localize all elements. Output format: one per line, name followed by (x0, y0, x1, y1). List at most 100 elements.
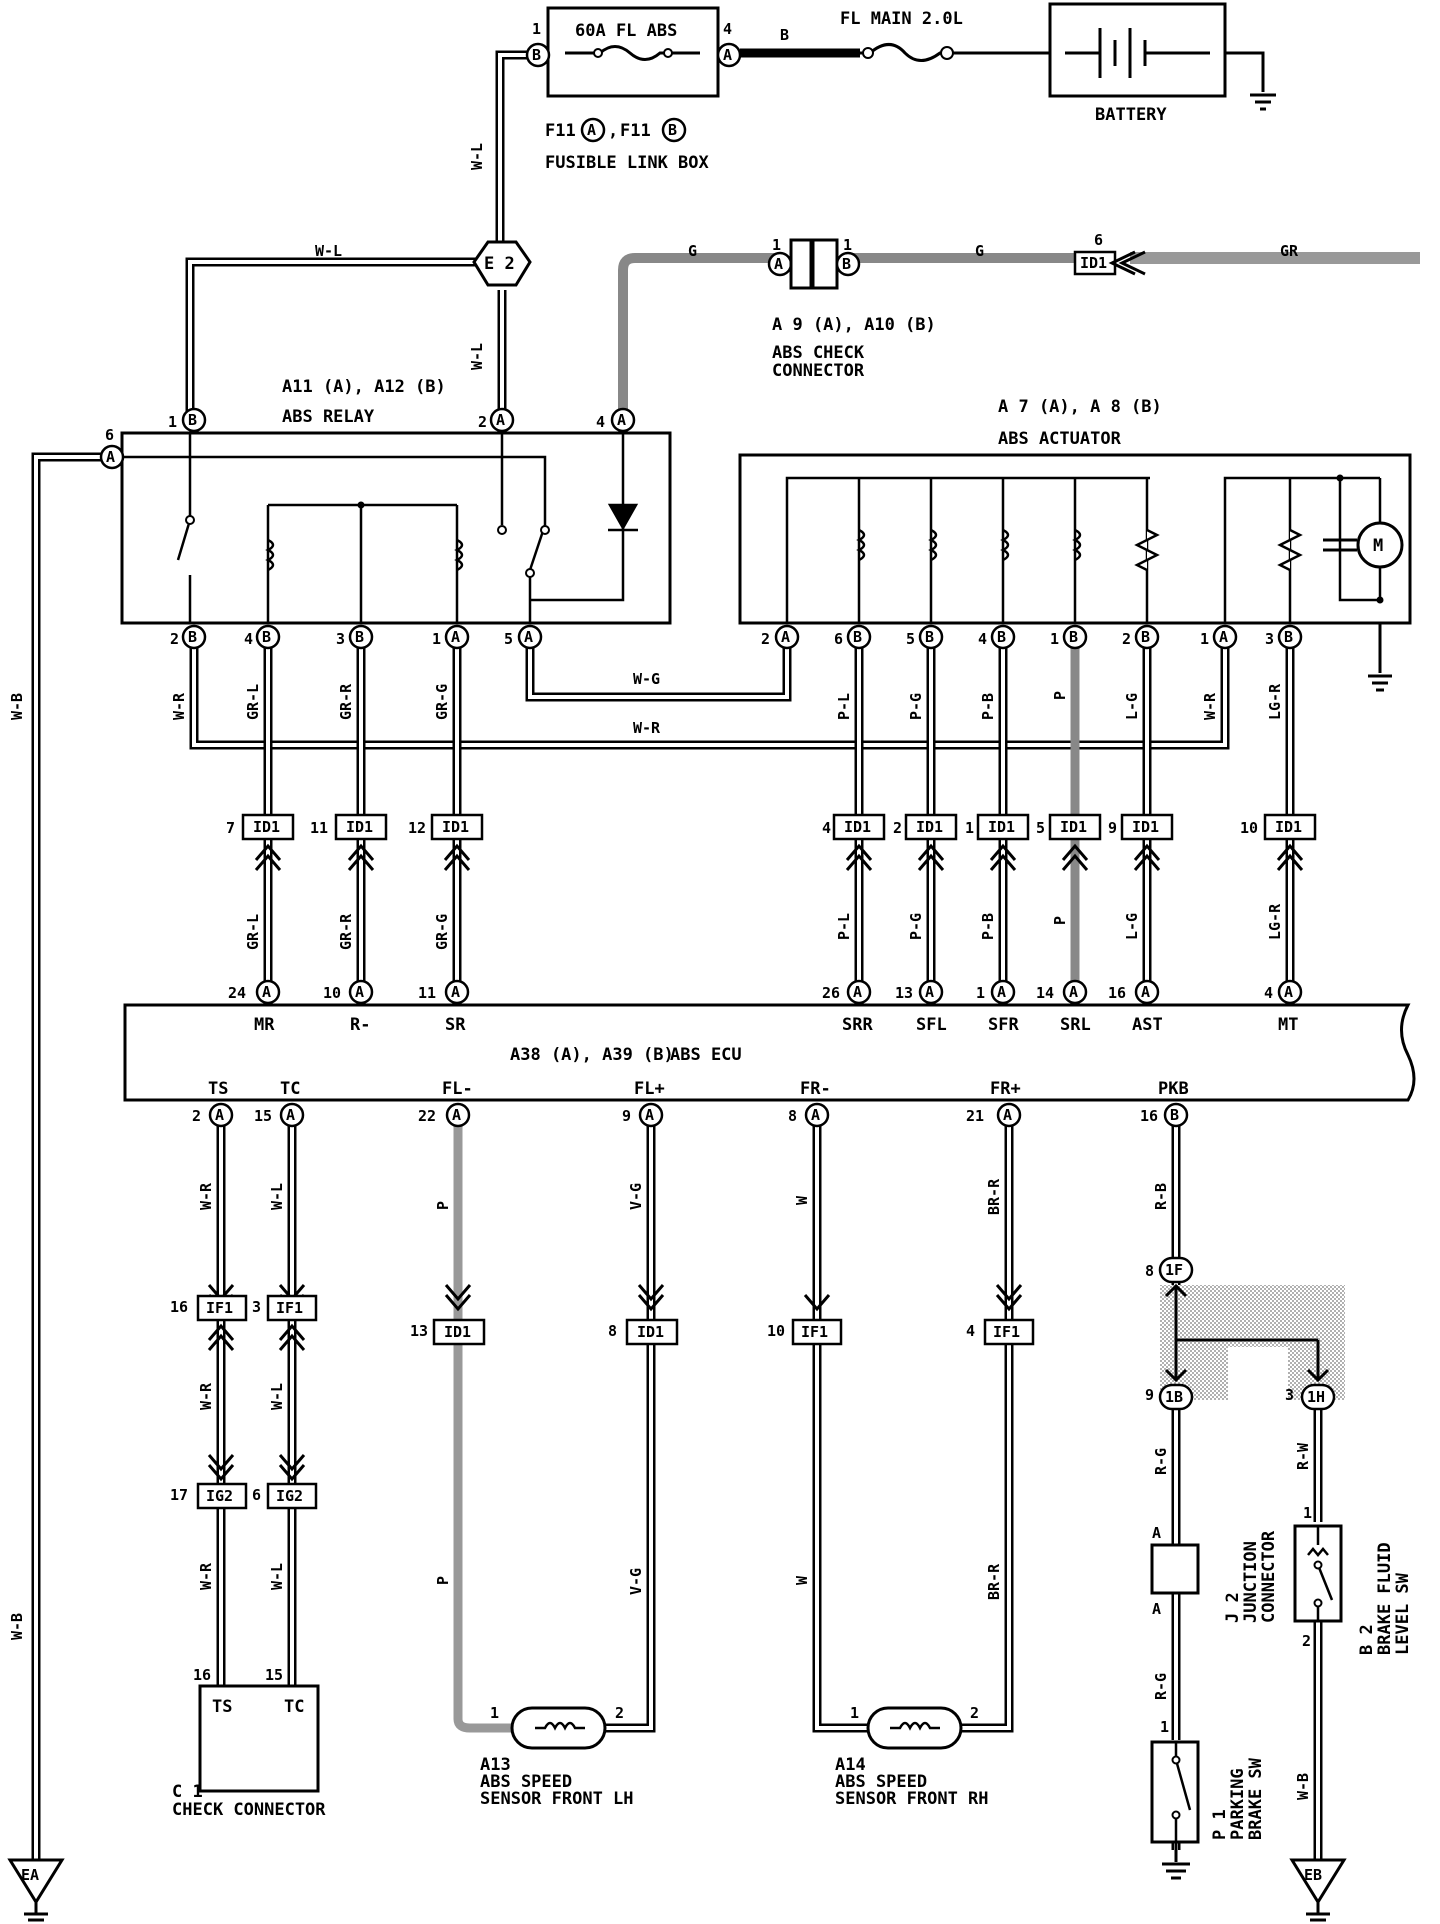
junction-block-connectors: 8 1F 9 1B 3 1H (1145, 1256, 1336, 1411)
svg-text:CHECK CONNECTOR: CHECK CONNECTOR (172, 1800, 326, 1820)
wire-color-gr: GR (1280, 242, 1299, 260)
abs-check-connector: 1 A 1 B A 9 (A), A10 (B) ABS CHECK CONNE… (767, 236, 936, 381)
lower-inline-connectors: 16 IF1 3 IF1 13 ID1 8 ID1 10 IF1 4 IF1 1… (170, 1284, 1035, 1510)
svg-text:22: 22 (418, 1107, 436, 1125)
svg-text:16: 16 (170, 1298, 188, 1316)
svg-text:1: 1 (772, 236, 781, 254)
wire-color-grg: GR-G (433, 914, 451, 950)
svg-text:4: 4 (596, 413, 605, 431)
svg-text:1F: 1F (1165, 1261, 1183, 1279)
svg-text:B 2: B 2 (1357, 1624, 1377, 1655)
svg-text:2: 2 (1302, 1632, 1311, 1650)
svg-text:SENSOR FRONT LH: SENSOR FRONT LH (480, 1789, 634, 1809)
svg-text:IG2: IG2 (276, 1487, 303, 1505)
svg-text:4: 4 (244, 630, 253, 648)
svg-text:2: 2 (893, 819, 902, 837)
svg-text:3: 3 (1285, 1386, 1294, 1404)
svg-text:FR+: FR+ (990, 1079, 1021, 1099)
svg-text:1: 1 (850, 1704, 859, 1722)
svg-text:3: 3 (1265, 630, 1274, 648)
svg-text:B: B (355, 628, 364, 646)
fusible-link-box: 60A FL ABS 1 B 4 A B FL MAIN 2.0L F11 A … (525, 6, 1050, 173)
svg-text:9: 9 (1145, 1386, 1154, 1404)
wire-color-pb: P-B (979, 913, 997, 940)
svg-text:B: B (262, 628, 271, 646)
wire-color-pg: P-G (907, 913, 925, 940)
svg-text:TS: TS (208, 1079, 228, 1099)
pin-number: 1 (532, 20, 541, 38)
svg-text:5: 5 (1036, 819, 1045, 837)
wire-color-rg: R-G (1152, 1673, 1170, 1700)
svg-text:A: A (1069, 983, 1078, 1001)
wire-color-pg: P-G (907, 693, 925, 720)
svg-text:7: 7 (226, 819, 235, 837)
wire-color-lg: L-G (1123, 693, 1141, 720)
splice-e2: E 2 (472, 240, 532, 287)
svg-text:B: B (188, 628, 197, 646)
svg-text:ABS SPEED: ABS SPEED (835, 1772, 927, 1792)
svg-text:B: B (1141, 628, 1150, 646)
svg-text:IG2: IG2 (206, 1487, 233, 1505)
wire-color-brr: BR-R (985, 1178, 1003, 1215)
svg-text:A11 (A), A12 (B): A11 (A), A12 (B) (282, 377, 446, 397)
svg-text:JUNCTION: JUNCTION (1241, 1541, 1261, 1623)
svg-text:B: B (1170, 1106, 1179, 1124)
svg-text:J 2: J 2 (1223, 1592, 1243, 1623)
svg-text:MT: MT (1278, 1015, 1298, 1035)
check-connector-c1: 16 15 TS TC C 1 CHECK CONNECTOR (172, 1666, 326, 1820)
svg-text:2: 2 (970, 1704, 979, 1722)
svg-text:SRL: SRL (1060, 1015, 1091, 1035)
svg-text:6: 6 (834, 630, 843, 648)
svg-text:ID1: ID1 (1080, 254, 1107, 272)
svg-text:2: 2 (478, 413, 487, 431)
svg-text:F11: F11 (545, 121, 576, 141)
svg-text:EA: EA (21, 1866, 39, 1884)
wire-color-lgr: LG-R (1266, 903, 1284, 940)
wire-color-wr: W-R (633, 719, 661, 737)
svg-text:A: A (1141, 983, 1150, 1001)
wire-color-b: B (780, 26, 789, 44)
wire-color-wl: W-L (268, 1563, 286, 1590)
svg-text:A: A (262, 983, 271, 1001)
svg-text:B: B (1284, 628, 1293, 646)
wire-color-g: G (688, 242, 697, 260)
svg-text:1H: 1H (1307, 1388, 1325, 1406)
svg-text:6: 6 (1094, 231, 1103, 249)
svg-text:FL MAIN 2.0L: FL MAIN 2.0L (840, 9, 963, 29)
svg-text:B: B (997, 628, 1006, 646)
svg-text:A: A (925, 983, 934, 1001)
svg-text:A: A (355, 983, 364, 1001)
svg-text:1: 1 (976, 984, 985, 1002)
svg-text:A: A (1152, 1600, 1161, 1618)
wire-color-wr: W-R (170, 692, 188, 720)
svg-text:A: A (997, 983, 1006, 1001)
wire-color-vg: V-G (627, 1568, 645, 1595)
svg-text:4: 4 (966, 1322, 975, 1340)
svg-text:3: 3 (336, 630, 345, 648)
svg-text:ABS ACTUATOR: ABS ACTUATOR (998, 429, 1122, 449)
svg-text:BRAKE SW: BRAKE SW (1246, 1757, 1266, 1840)
svg-text:A: A (587, 121, 596, 139)
svg-text:5: 5 (504, 630, 513, 648)
svg-text:5: 5 (906, 630, 915, 648)
svg-text:TC: TC (284, 1697, 304, 1717)
svg-text:ID1: ID1 (442, 818, 469, 836)
svg-text:A13: A13 (480, 1755, 511, 1775)
svg-text:A 9 (A), A10 (B): A 9 (A), A10 (B) (772, 315, 936, 335)
svg-text:SENSOR FRONT RH: SENSOR FRONT RH (835, 1789, 989, 1809)
svg-text:F11: F11 (620, 121, 651, 141)
wire-color-wr: W-R (197, 1562, 215, 1590)
wire-color-lg: L-G (1123, 913, 1141, 940)
svg-text:E 2: E 2 (484, 254, 515, 274)
svg-text:BATTERY: BATTERY (1095, 105, 1167, 125)
speed-sensor-front-lh: 1 2 A13 ABS SPEED SENSOR FRONT LH (480, 1704, 634, 1809)
wire-color-rw: R-W (1294, 1442, 1312, 1470)
svg-text:10: 10 (767, 1322, 785, 1340)
wire-color-rb: R-B (1152, 1183, 1170, 1210)
svg-text:1: 1 (1303, 1504, 1312, 1522)
wire-color-grr: GR-R (337, 913, 355, 950)
svg-text:2: 2 (1122, 630, 1131, 648)
svg-text:1: 1 (432, 630, 441, 648)
svg-text:12: 12 (408, 819, 426, 837)
